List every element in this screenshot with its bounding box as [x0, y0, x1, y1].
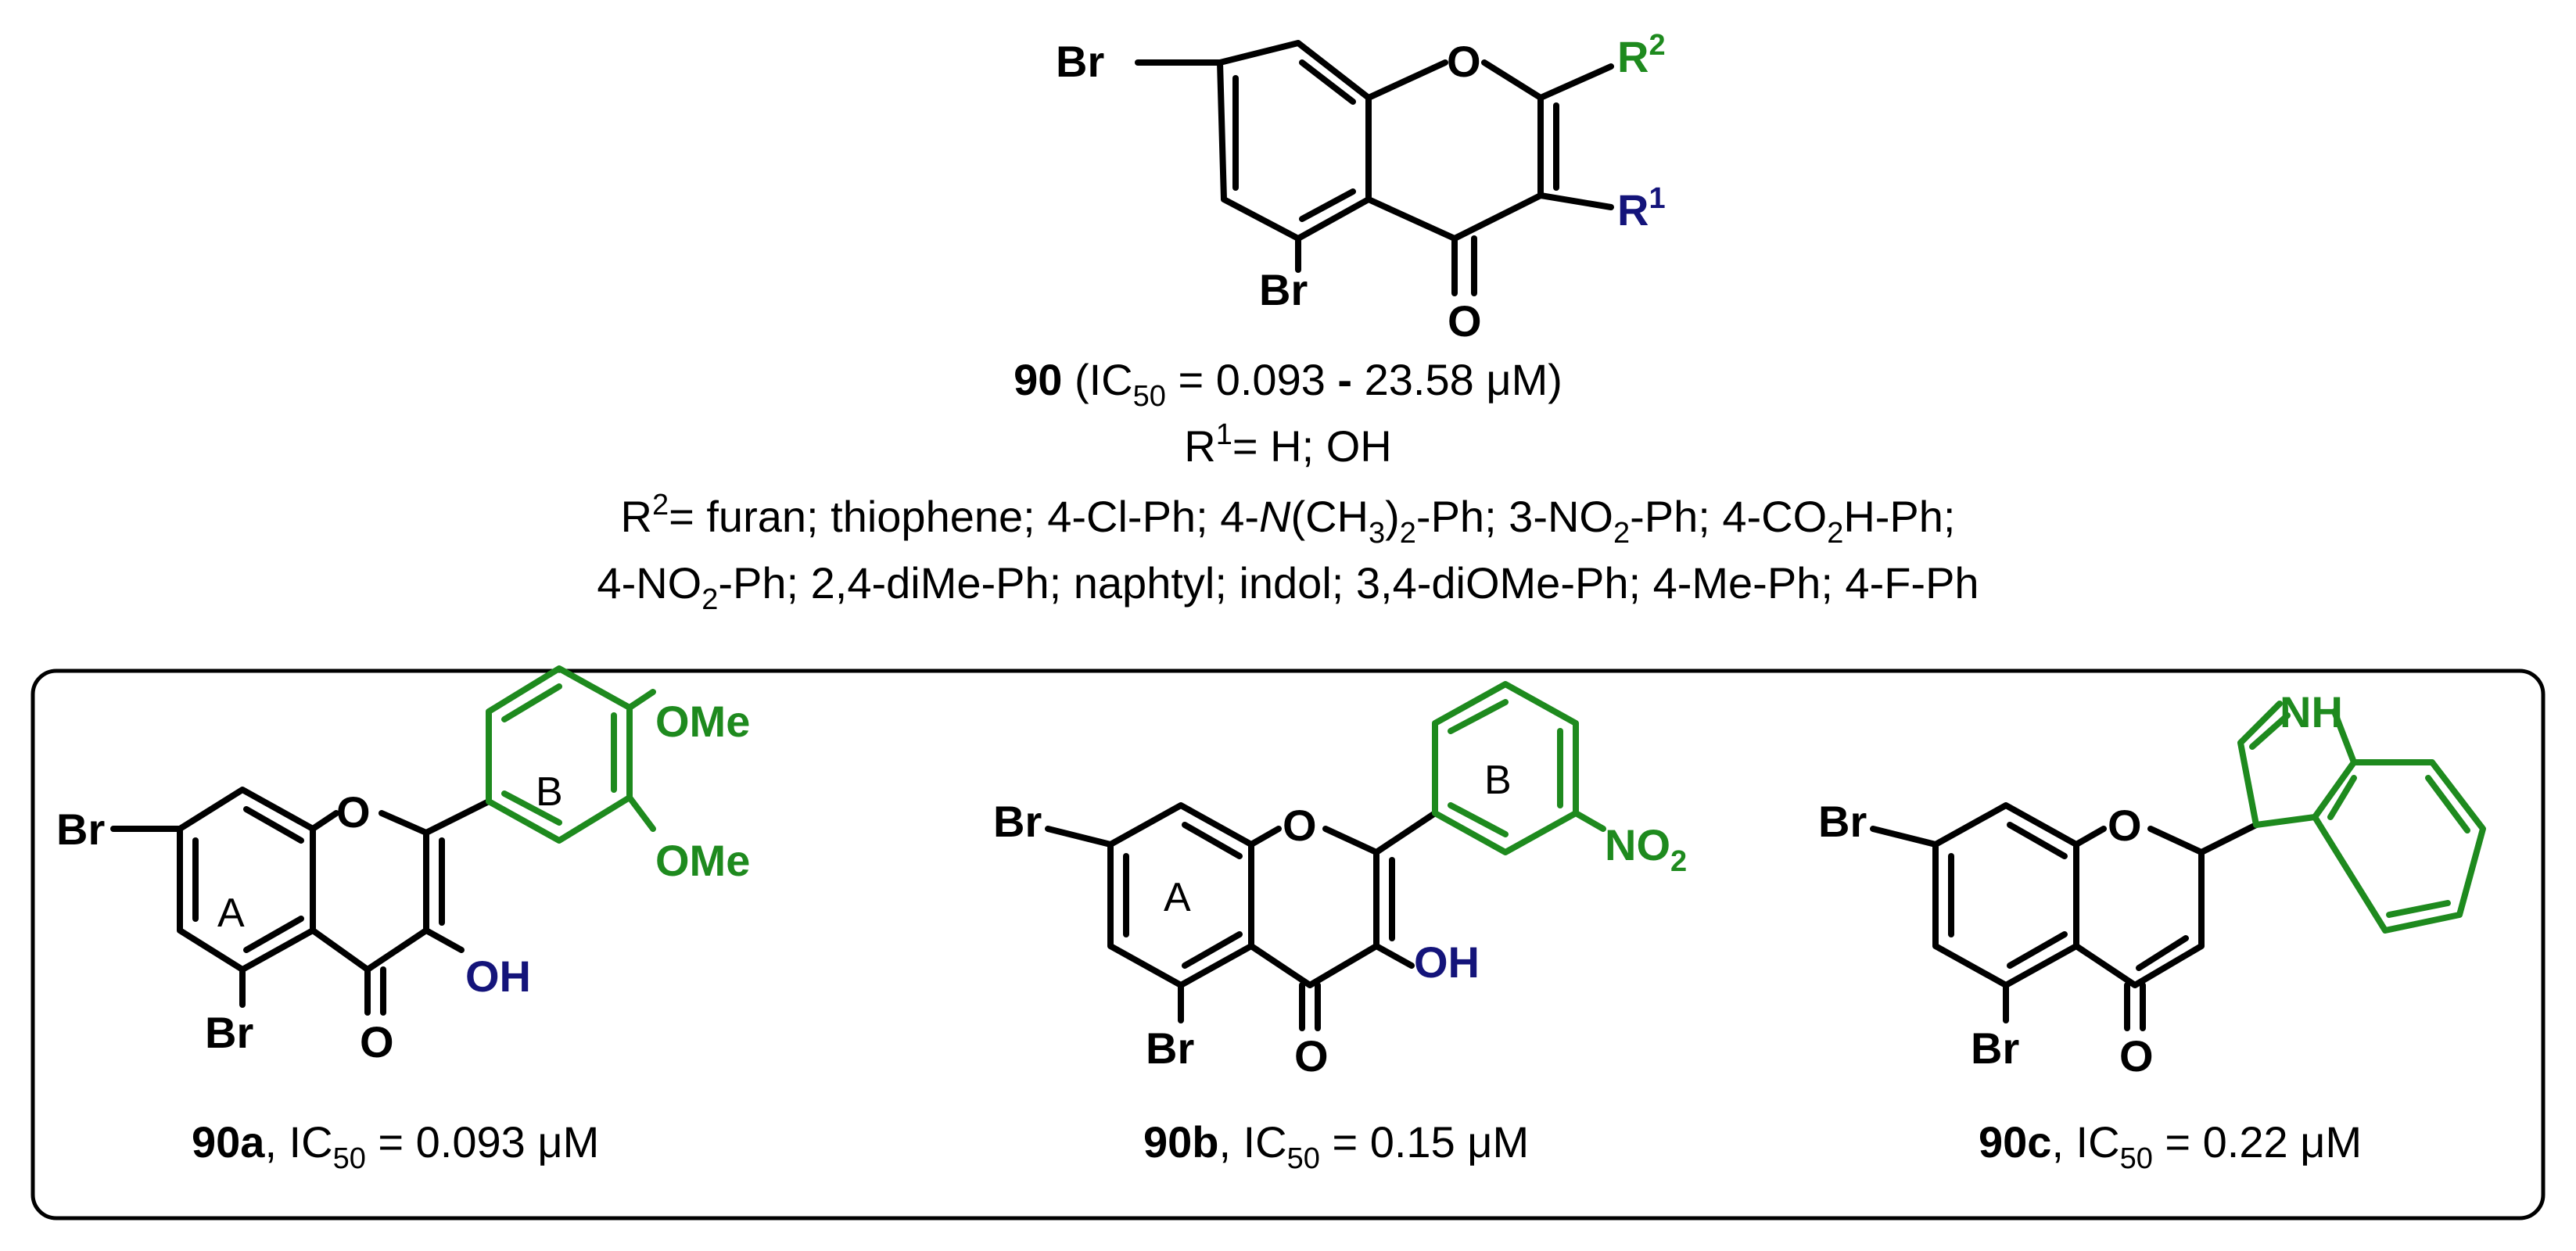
- methoxy-group: OMe: [655, 836, 750, 885]
- indole-nh: NH: [2280, 687, 2343, 737]
- compound-90a: Br Br O O OH OMe OMe A B 90a, IC50 = 0.0…: [56, 665, 750, 1175]
- atom-br: Br: [56, 805, 105, 854]
- compound-90c: Br Br O O NH 90c, IC50 = 0.22 μM: [1818, 687, 2486, 1175]
- caption-90a: 90a, IC50 = 0.093 μM: [192, 1117, 599, 1175]
- substituent-r2: R2: [1617, 29, 1666, 81]
- atom-ring-o: O: [1447, 37, 1481, 86]
- atom-br-top: Br: [1056, 37, 1104, 86]
- atom-br: Br: [1971, 1023, 2019, 1073]
- atom-carbonyl-o: O: [1448, 296, 1482, 346]
- atom-br-bottom: Br: [1259, 265, 1308, 314]
- atom-o-ring: O: [2108, 801, 2142, 850]
- atom-o-ring: O: [336, 787, 371, 837]
- atom-o-carbonyl: O: [2119, 1031, 2154, 1081]
- caption-90c: 90c, IC50 = 0.22 μM: [1979, 1117, 2362, 1175]
- compound-90b: Br Br O O OH NO2 A B 90b, IC50 = 0.15 μM: [993, 681, 1687, 1175]
- caption-90b: 90b, IC50 = 0.15 μM: [1143, 1117, 1529, 1175]
- atom-o-carbonyl: O: [1294, 1031, 1329, 1081]
- r2-definition-line-1: R2= furan; thiophene; 4-Cl-Ph; 4-N(CH3)2…: [621, 489, 1956, 550]
- r1-definition-line: R1= H; OH: [1184, 418, 1391, 471]
- ring-label-a: A: [217, 891, 245, 936]
- atom-o-carbonyl: O: [360, 1017, 394, 1066]
- substituent-r1: R1: [1617, 182, 1666, 235]
- core-caption: 90 (IC50 = 0.093 - 23.58 μM) R1= H; OH R…: [597, 355, 1979, 616]
- ring-label-b: B: [1484, 758, 1512, 803]
- atom-o-ring: O: [1283, 801, 1317, 850]
- ring-label-b: B: [536, 769, 563, 815]
- hydroxyl-group: OH: [465, 952, 531, 1001]
- methoxy-group: OMe: [655, 697, 750, 746]
- core-structure-90: Br Br O O R2 R1: [1056, 29, 1666, 346]
- hydroxyl-group: OH: [1414, 937, 1480, 987]
- ring-label-a: A: [1164, 875, 1191, 920]
- atom-br: Br: [1818, 797, 1867, 846]
- r2-definition-line-2: 4-NO2-Ph; 2,4-diMe-Ph; naphtyl; indol; 3…: [597, 558, 1979, 616]
- atom-br: Br: [205, 1008, 253, 1057]
- nitro-group: NO2: [1605, 820, 1687, 878]
- atom-br: Br: [1146, 1023, 1194, 1073]
- examples-box: [30, 669, 2546, 1221]
- ic50-range-line: 90 (IC50 = 0.093 - 23.58 μM): [1014, 355, 1562, 415]
- atom-br: Br: [993, 797, 1042, 846]
